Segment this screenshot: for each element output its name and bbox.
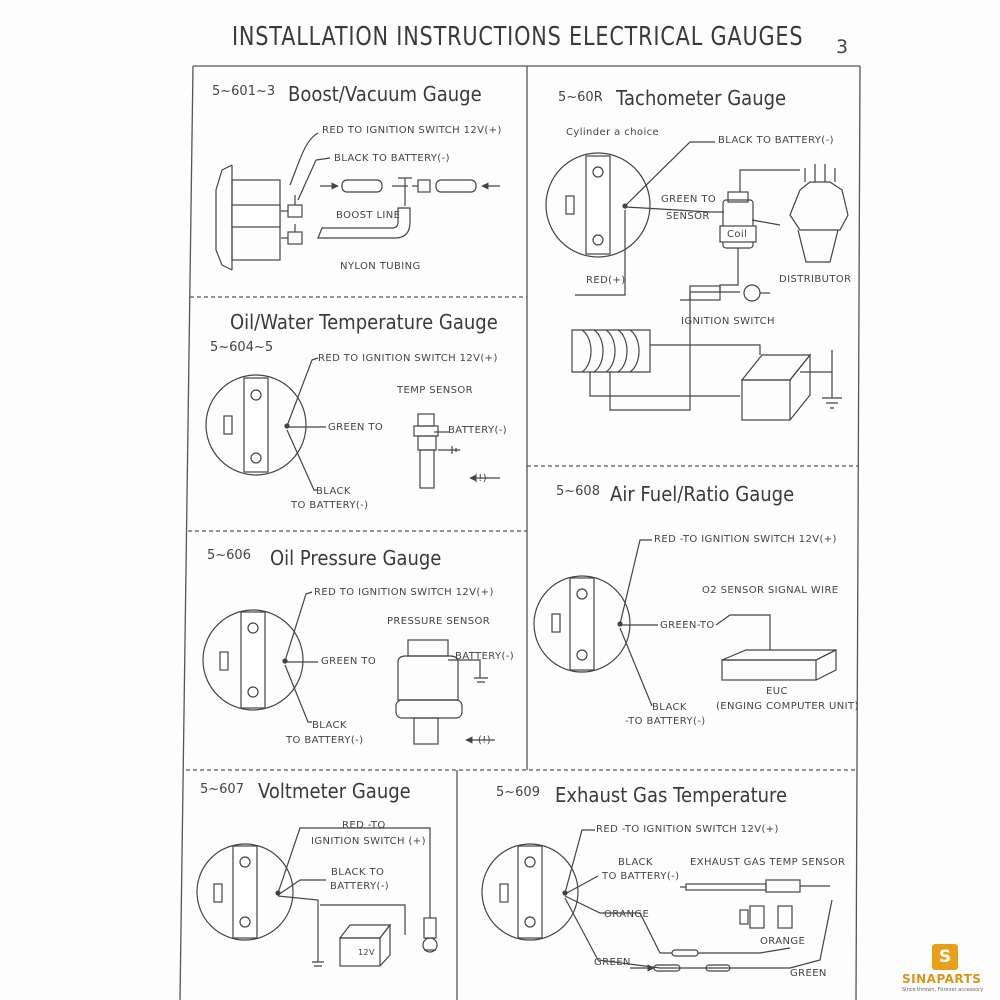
oilwater-title: Oil/Water Temperature Gauge [230,310,498,334]
volt-title: Voltmeter Gauge [258,779,411,803]
tach-green-label: GREEN TO [661,194,717,205]
boost-title: Boost/Vacuum Gauge [288,82,482,106]
ignition-switch-label: IGNITION SWITCH [681,316,775,327]
airfuel-title: Air Fuel/Ratio Gauge [610,482,795,506]
boost-code: 5~601~3 [212,84,276,99]
egt-sensor-label: EXHAUST GAS TEMP SENSOR [690,857,846,868]
egt-black-battery-label: TO BATTERY(-) [602,871,680,882]
oilpressure-battery-label: BATTERY(-) [455,651,515,662]
tach-code: 5~60R [558,90,603,105]
volt-black-battery-label: BATTERY(-) [330,881,390,892]
volt-code: 5~607 [200,782,244,797]
tach-title: Tachometer Gauge [616,86,787,110]
oilpressure-warning: (!) [478,735,492,746]
oilwater-green-label: GREEN TO [328,422,384,433]
airfuel-code: 5~608 [556,484,600,499]
euc-label: EUC [766,686,788,697]
panel-grid [179,65,861,1000]
tach-cylinder-label: Cylinder a choice [566,127,660,138]
oilwater-code: 5~604~5 [210,340,274,355]
oilpressure-code: 5~606 [207,548,251,563]
volt-red-switch-label: IGNITION SWITCH (+) [311,836,426,847]
egt-code: 5~609 [496,785,540,800]
boost-gauge-diagram [215,132,500,271]
egt-red-label: RED -TO IGNITION SWITCH 12V(+) [596,824,779,835]
oilwater-warning: (!) [474,473,488,484]
sinaparts-brand: SINAPARTS [902,972,982,986]
boost-line-label: BOOST LINE [336,210,401,221]
tach-diagram [545,141,849,421]
oilpressure-title: Oil Pressure Gauge [270,546,442,570]
egt-green-sensor-label: GREEN [790,968,827,979]
egt-green-label: GREEN [594,957,631,968]
oilpressure-black-label: BLACK [312,720,347,731]
airfuel-red-label: RED -TO IGNITION SWITCH 12V(+) [654,534,837,545]
distributor-label: DISTRIBUTOR [779,274,852,285]
volt-battery-12v: 12V [358,948,375,957]
sinaparts-logo: S SINAPARTS Since thrown, Forever access… [902,944,998,998]
airfuel-green-label: GREEN-TO [660,620,715,631]
egt-orange-label: ORANGE [604,909,650,920]
egt-title: Exhaust Gas Temperature [555,783,788,807]
boost-black-label: BLACK TO BATTERY(-) [334,153,450,164]
egt-orange-sensor-label: ORANGE [760,936,806,947]
oilwater-battery-label: BATTERY(-) [448,425,508,436]
tach-sensor-label: SENSOR [666,211,710,222]
volt-black-label: BLACK TO [331,867,385,878]
airfuel-black-battery-label: -TO BATTERY(-) [625,716,706,727]
page-number: 3 [836,36,849,58]
tach-black-label: BLACK TO BATTERY(-) [718,135,834,146]
air-fuel-diagram [533,539,837,707]
oilwater-black-battery-label: TO BATTERY(-) [291,500,369,511]
oilwater-red-label: RED TO IGNITION SWITCH 12V(+) [318,353,498,364]
egt-diagram [481,829,833,972]
voltmeter-diagram [196,827,438,967]
oilpressure-red-label: RED TO IGNITION SWITCH 12V(+) [314,587,494,598]
pressure-sensor-label: PRESSURE SENSOR [387,616,491,627]
oilpressure-black-battery-label: TO BATTERY(-) [286,735,364,746]
coil-label: Coil [727,229,748,240]
egt-black-label: BLACK [618,857,653,868]
oilwater-black-label: BLACK [316,486,351,497]
volt-red-label: RED -TO [342,820,386,831]
airfuel-black-label: BLACK [652,702,687,713]
page-title: INSTALLATION INSTRUCTIONS ELECTRICAL GAU… [232,22,804,52]
sinaparts-logo-mark: S [932,944,958,970]
nylon-tubing-label: NYLON TUBING [340,261,421,272]
tach-red-label: RED(+) [586,275,626,286]
oilpressure-green-label: GREEN TO [321,656,377,667]
oil-water-temp-diagram [205,357,500,491]
sinaparts-tagline: Since thrown, Forever accessory [902,987,984,993]
oil-pressure-diagram [202,591,495,745]
euc-full-label: (ENGING COMPUTER UNIT) [716,701,859,712]
boost-red-label: RED TO IGNITION SWITCH 12V(+) [322,125,502,136]
o2-sensor-label: O2 SENSOR SIGNAL WIRE [702,585,839,596]
temp-sensor-label: TEMP SENSOR [397,385,473,396]
